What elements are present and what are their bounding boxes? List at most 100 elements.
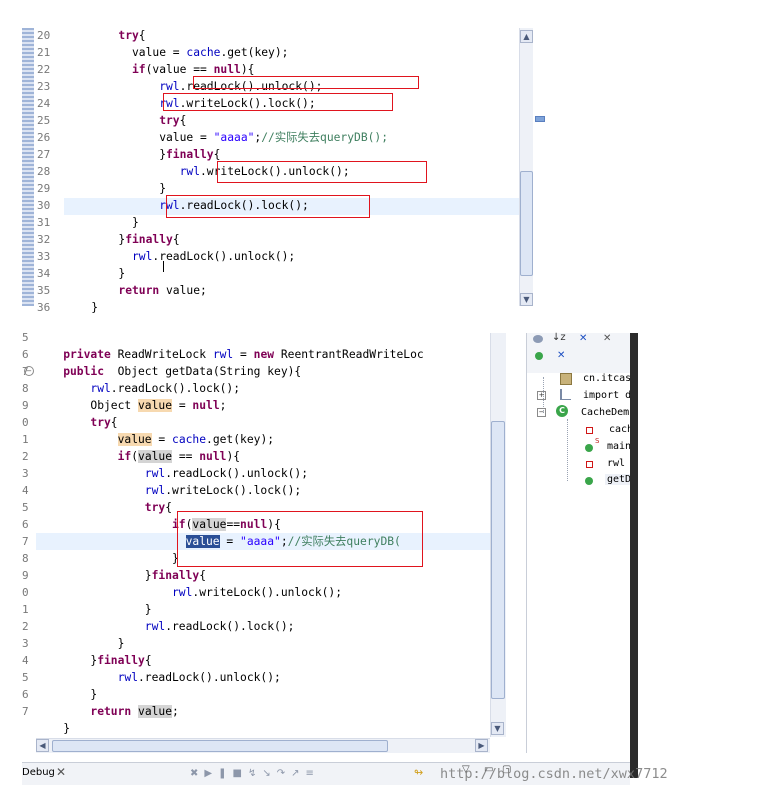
top-code-area[interactable]: try{value = cache.get(key);if(value == n… bbox=[64, 27, 519, 316]
scroll-up-icon[interactable]: ▲ bbox=[520, 30, 533, 43]
hide-static-icon[interactable]: ✕ bbox=[579, 333, 588, 344]
hide-fields-icon[interactable] bbox=[533, 335, 543, 343]
top-vertical-scrollbar[interactable]: ▲ ▼ bbox=[519, 28, 534, 306]
outline-item-cache[interactable]: cach bbox=[609, 424, 634, 435]
code-line[interactable]: }finally{ bbox=[64, 146, 519, 163]
disconnect-icon[interactable]: ↯ bbox=[247, 768, 263, 779]
hide-local-types-icon[interactable] bbox=[535, 352, 543, 360]
code-line[interactable]: }finally{ bbox=[36, 652, 490, 669]
code-line[interactable]: if(value == null){ bbox=[64, 61, 519, 78]
code-line[interactable]: rwl.writeLock().lock(); bbox=[64, 95, 519, 112]
code-line[interactable]: if(value == null){ bbox=[36, 448, 490, 465]
code-token: value bbox=[138, 399, 173, 412]
terminate-icon[interactable]: ■ bbox=[232, 768, 248, 779]
line-number: 34 bbox=[37, 267, 51, 280]
code-line[interactable]: } bbox=[64, 265, 519, 282]
collapse-icon[interactable]: − bbox=[537, 408, 546, 417]
step-return-icon[interactable]: ↗ bbox=[291, 768, 306, 779]
outline-item-main[interactable]: main bbox=[607, 441, 632, 452]
code-line[interactable]: public Object getData(String key){ bbox=[36, 363, 490, 380]
scroll-down-icon-bottom[interactable]: ▼ bbox=[491, 722, 504, 735]
code-line[interactable]: rwl.writeLock().lock(); bbox=[36, 482, 490, 499]
code-line[interactable]: value = "aaaa";//实际失去queryDB(); bbox=[64, 129, 519, 146]
outline-view: ↓z ✕ ✕ ✕ cn.itcas + import d − C CacheDe… bbox=[526, 332, 634, 753]
bottom-vertical-scrollbar[interactable]: ▼ bbox=[490, 333, 506, 737]
outline-item-package[interactable]: cn.itcas bbox=[583, 373, 632, 384]
scroll-thumb[interactable] bbox=[520, 171, 533, 276]
code-token: } bbox=[132, 216, 139, 229]
code-line[interactable]: } bbox=[64, 214, 519, 231]
code-line[interactable]: rwl.writeLock().unlock(); bbox=[64, 163, 519, 180]
scroll-thumb-bottom[interactable] bbox=[491, 421, 505, 699]
private-field-icon-2 bbox=[586, 461, 593, 468]
code-line[interactable]: rwl.readLock().lock(); bbox=[36, 618, 490, 635]
code-line[interactable]: return value; bbox=[36, 703, 490, 720]
code-line[interactable]: } bbox=[64, 180, 519, 197]
code-line[interactable]: value = cache.get(key); bbox=[36, 431, 490, 448]
code-line[interactable]: return value; bbox=[64, 282, 519, 299]
code-line[interactable]: } bbox=[36, 720, 490, 737]
code-line[interactable] bbox=[36, 329, 490, 346]
close-icon[interactable]: ✕ bbox=[56, 765, 67, 779]
fold-marker-icon[interactable]: − bbox=[24, 366, 34, 376]
scroll-right-icon[interactable]: ▶ bbox=[475, 739, 488, 752]
code-line[interactable]: rwl.readLock().lock(); bbox=[64, 197, 519, 214]
debug-tab-label[interactable]: Debug bbox=[22, 767, 55, 778]
link-editor-icon[interactable]: ✕ bbox=[557, 350, 566, 361]
scroll-down-icon[interactable]: ▼ bbox=[520, 293, 533, 306]
code-line[interactable]: try{ bbox=[36, 499, 490, 516]
code-line[interactable]: Object value = null; bbox=[36, 397, 490, 414]
code-line[interactable]: try{ bbox=[64, 27, 519, 44]
resume-icon[interactable]: ▶ bbox=[204, 768, 219, 779]
code-line[interactable]: value = "aaaa";//实际失去queryDB( bbox=[36, 533, 490, 550]
code-line[interactable]: if(value==null){ bbox=[36, 516, 490, 533]
watermark: http://blog.csdn.net/xwx7712 bbox=[440, 766, 668, 782]
scroll-left-icon[interactable]: ◀ bbox=[36, 739, 49, 752]
view-menu-icon[interactable]: ▽ bbox=[462, 764, 470, 775]
code-line[interactable]: } bbox=[36, 550, 490, 567]
code-line[interactable]: rwl.readLock().unlock(); bbox=[64, 248, 519, 265]
maximize-icon[interactable]: ▢ bbox=[502, 764, 512, 775]
code-token: == bbox=[226, 518, 241, 531]
use-step-filters-icon[interactable]: ↬ bbox=[414, 766, 424, 779]
overview-ruler[interactable] bbox=[533, 28, 545, 306]
code-line[interactable]: rwl.readLock().unlock(); bbox=[64, 78, 519, 95]
code-line[interactable]: } bbox=[36, 686, 490, 703]
code-token: null bbox=[240, 518, 268, 531]
outline-item-getdata[interactable]: getD bbox=[605, 474, 634, 485]
bottom-horizontal-scrollbar[interactable]: ◀ ▶ bbox=[36, 738, 490, 753]
code-line[interactable]: } bbox=[36, 601, 490, 618]
code-line[interactable]: value = cache.get(key); bbox=[64, 44, 519, 61]
code-line[interactable]: private ReadWriteLock rwl = new Reentran… bbox=[36, 346, 490, 363]
overview-marker[interactable] bbox=[535, 116, 545, 122]
code-line[interactable]: }finally{ bbox=[64, 231, 519, 248]
code-line[interactable]: rwl.readLock().unlock(); bbox=[36, 669, 490, 686]
step-over-icon[interactable]: ↷ bbox=[276, 768, 292, 779]
bottom-code-area[interactable]: private ReadWriteLock rwl = new Reentran… bbox=[36, 329, 490, 737]
hide-nonpublic-icon[interactable]: ✕ bbox=[603, 333, 612, 344]
expand-icon[interactable]: + bbox=[537, 391, 546, 400]
line-number: 30 bbox=[37, 199, 51, 212]
step-into-icon[interactable]: ↘ bbox=[262, 768, 277, 779]
outline-item-imports[interactable]: import d bbox=[583, 390, 632, 401]
h-scroll-thumb[interactable] bbox=[52, 740, 388, 752]
sort-icon[interactable]: ↓z bbox=[552, 332, 566, 343]
code-line[interactable]: } bbox=[64, 299, 519, 316]
code-line[interactable]: rwl.readLock().lock(); bbox=[36, 380, 490, 397]
code-line[interactable]: try{ bbox=[64, 112, 519, 129]
code-line[interactable]: } bbox=[36, 635, 490, 652]
code-line[interactable]: rwl.writeLock().unlock(); bbox=[36, 584, 490, 601]
line-number: 23 bbox=[37, 80, 51, 93]
code-line[interactable]: }finally{ bbox=[36, 567, 490, 584]
drop-frame-icon[interactable]: ≡ bbox=[305, 768, 320, 779]
code-line[interactable]: rwl.readLock().unlock(); bbox=[36, 465, 490, 482]
remove-icon[interactable]: ✖ bbox=[190, 768, 205, 779]
code-line[interactable]: try{ bbox=[36, 414, 490, 431]
suspend-icon[interactable]: ❚ bbox=[218, 768, 233, 779]
code-token: .get(key); bbox=[220, 46, 289, 59]
line-number: 5 bbox=[22, 501, 29, 514]
code-token: rwl bbox=[179, 165, 200, 178]
outline-item-class[interactable]: CacheDem bbox=[581, 407, 630, 418]
outline-item-rwl[interactable]: rwl bbox=[607, 458, 626, 469]
minimize-icon[interactable]: ▭ bbox=[484, 764, 494, 775]
